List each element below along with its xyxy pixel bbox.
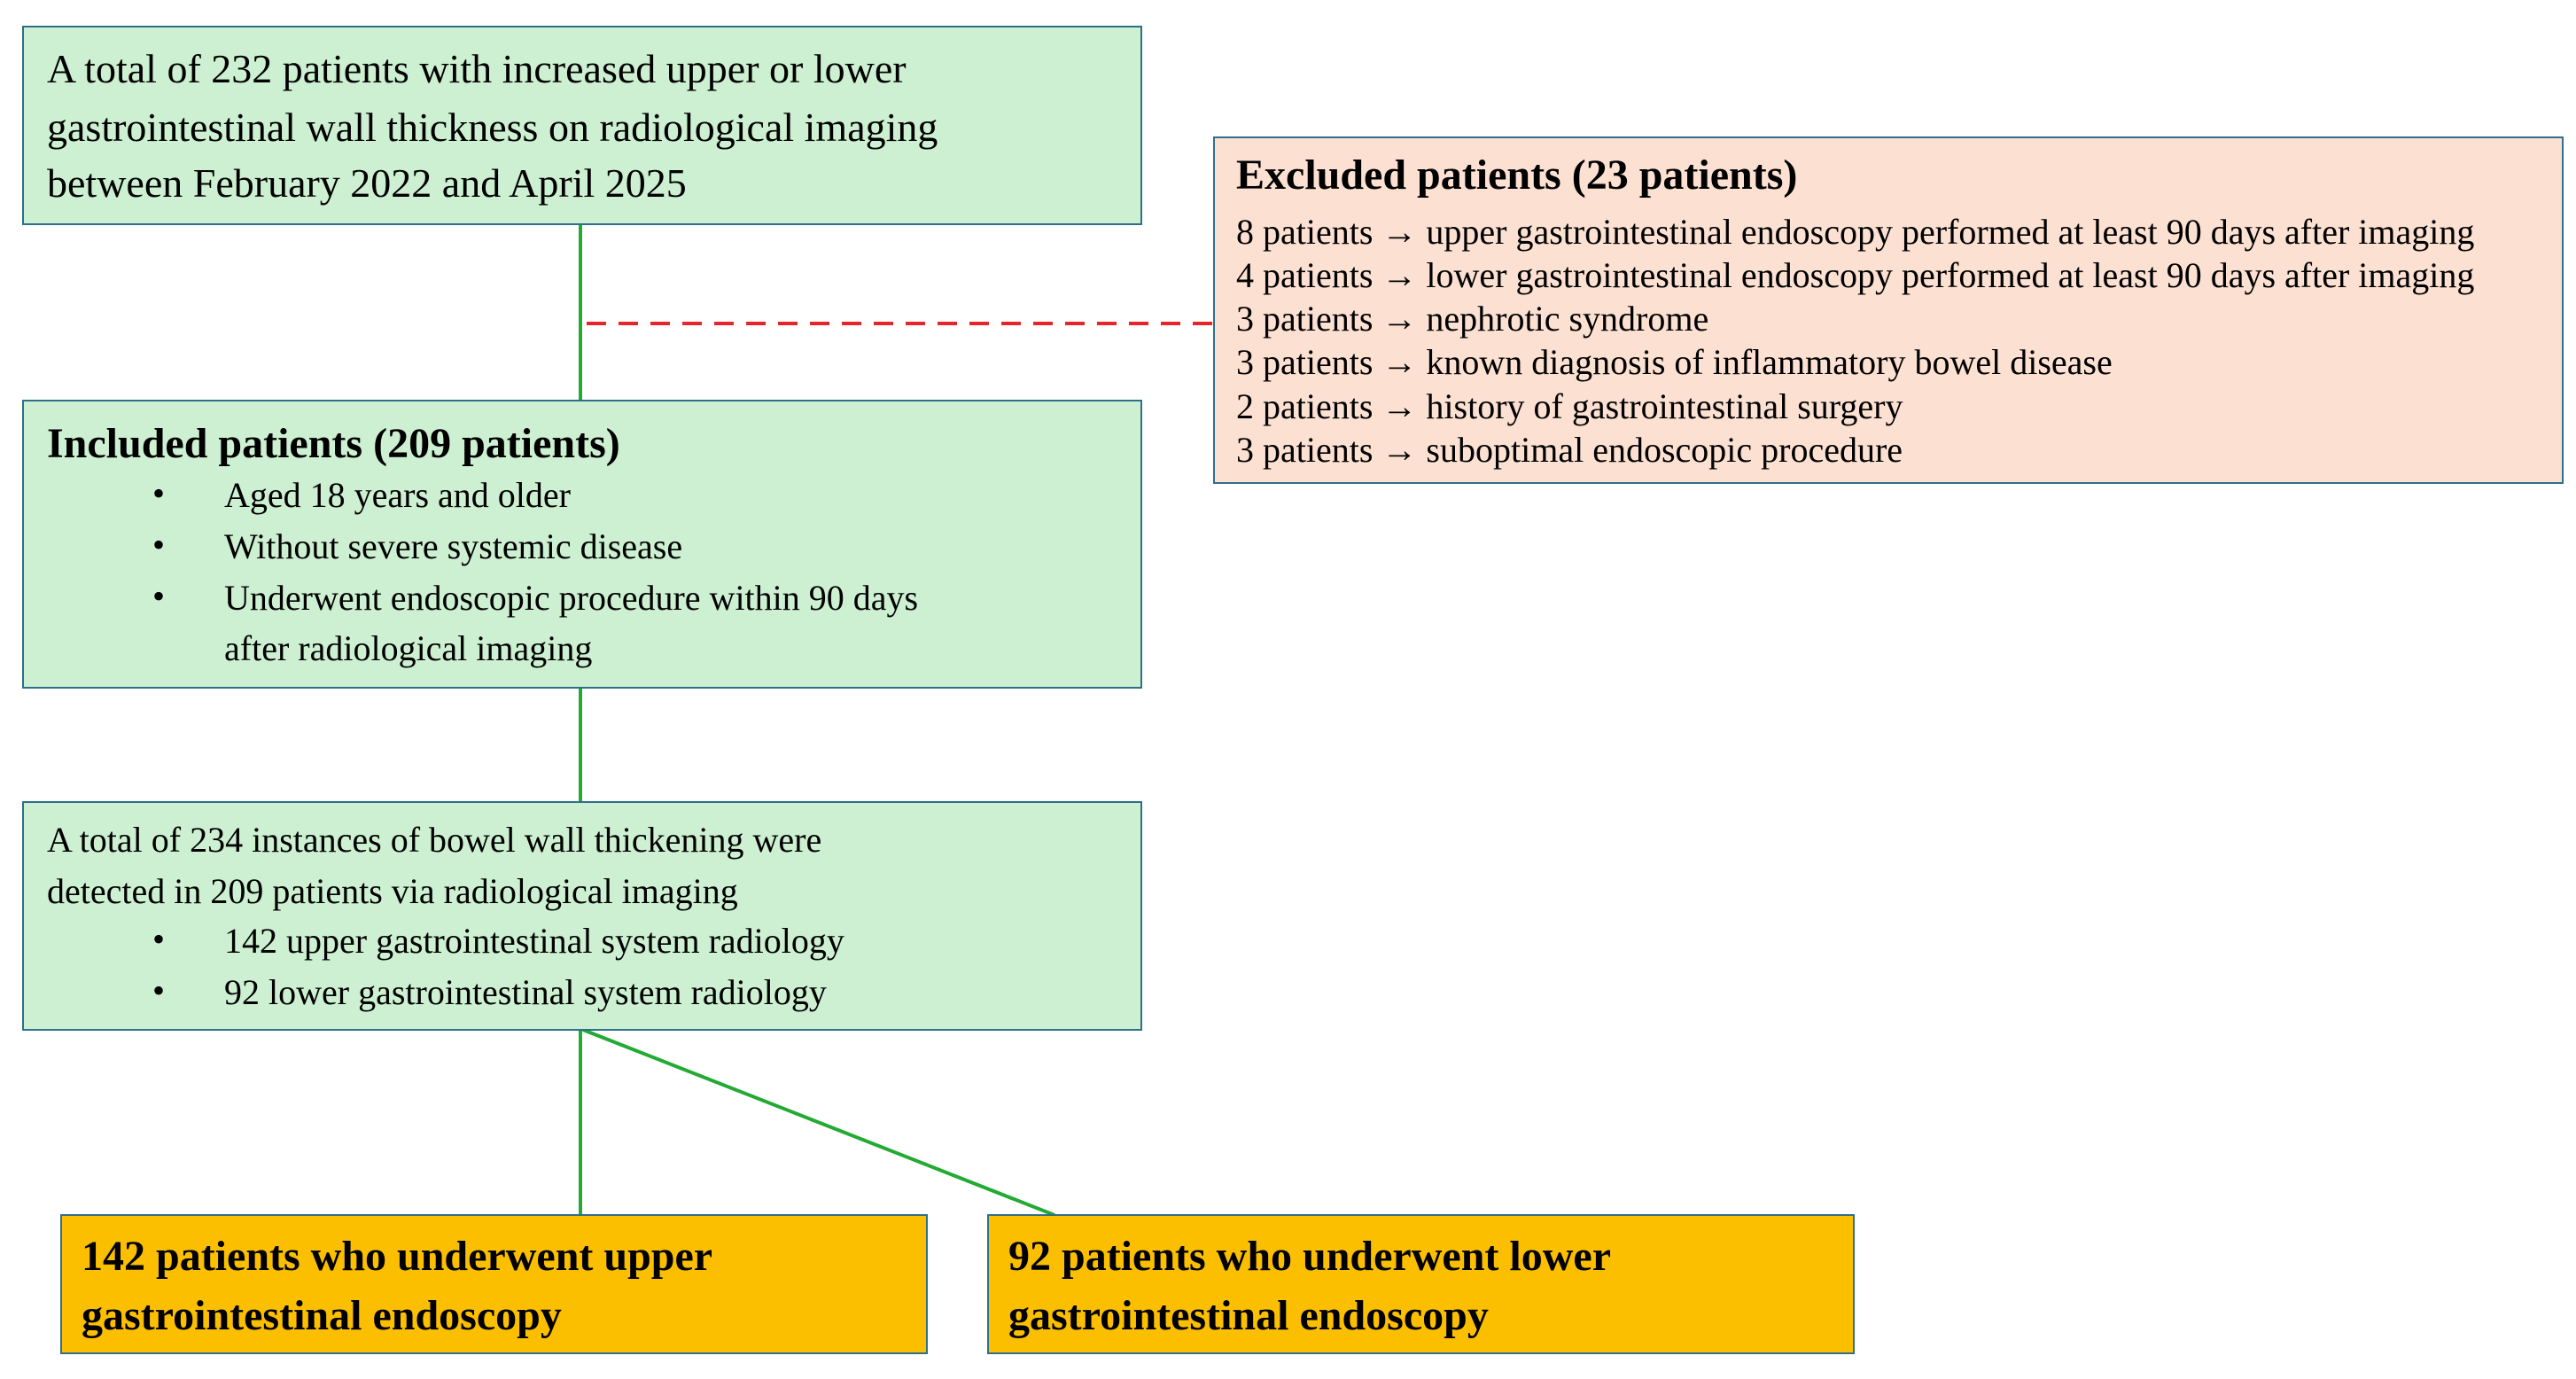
total-patients-line-3: between February 2022 and April 2025 xyxy=(47,160,687,206)
included-patients-box: Included patients (209 patients) • Aged … xyxy=(22,400,1142,689)
upper-endoscopy-line-2: gastrointestinal endoscopy xyxy=(82,1292,562,1339)
upper-endoscopy-line-1: 142 patients who underwent upper xyxy=(82,1233,713,1280)
included-title: Included patients (209 patients) xyxy=(47,420,620,467)
excluded-title: Excluded patients (23 patients) xyxy=(1236,152,1798,199)
lower-endoscopy-box: 92 patients who underwent lower gastroin… xyxy=(987,1214,1855,1354)
included-criterion: Underwent endoscopic procedure within 90… xyxy=(224,578,919,618)
lower-endoscopy-line-2: gastrointestinal endoscopy xyxy=(1008,1292,1489,1339)
instances-line-1: A total of 234 instances of bowel wall t… xyxy=(47,820,822,860)
total-patients-box: A total of 232 patients with increased u… xyxy=(22,26,1142,225)
bullet-icon: • xyxy=(152,576,166,616)
included-criterion: Without severe systemic disease xyxy=(224,526,683,566)
bullet-icon: • xyxy=(152,919,166,959)
excluded-item: 3 patients → suboptimal endoscopic proce… xyxy=(1236,430,1903,470)
instances-line-2: detected in 209 patients via radiologica… xyxy=(47,871,738,911)
bullet-icon: • xyxy=(152,525,166,565)
upper-endoscopy-box: 142 patients who underwent upper gastroi… xyxy=(60,1214,928,1354)
bullet-icon: • xyxy=(152,970,166,1010)
included-criterion-continued: after radiological imaging xyxy=(224,628,593,668)
excluded-patients-box: Excluded patients (23 patients) 8 patien… xyxy=(1213,136,2564,484)
excluded-item: 8 patients → upper gastrointestinal endo… xyxy=(1236,212,2475,252)
instances-upper-radiology: 142 upper gastrointestinal system radiol… xyxy=(224,921,844,961)
included-criterion: Aged 18 years and older xyxy=(224,475,571,515)
excluded-item: 3 patients → known diagnosis of inflamma… xyxy=(1236,342,2113,382)
lower-endoscopy-line-1: 92 patients who underwent lower xyxy=(1008,1233,1611,1280)
total-patients-line-2: gastrointestinal wall thickness on radio… xyxy=(47,105,938,150)
excluded-item: 4 patients → lower gastrointestinal endo… xyxy=(1236,255,2475,295)
total-patients-line-1: A total of 232 patients with increased u… xyxy=(47,46,907,91)
instances-lower-radiology: 92 lower gastrointestinal system radiolo… xyxy=(224,972,827,1012)
excluded-item: 3 patients → nephrotic syndrome xyxy=(1236,299,1709,339)
connector-instances-to-lower xyxy=(582,1028,1055,1217)
instances-box: A total of 234 instances of bowel wall t… xyxy=(22,801,1142,1031)
excluded-item: 2 patients → history of gastrointestinal… xyxy=(1236,386,1903,426)
bullet-icon: • xyxy=(152,473,166,513)
